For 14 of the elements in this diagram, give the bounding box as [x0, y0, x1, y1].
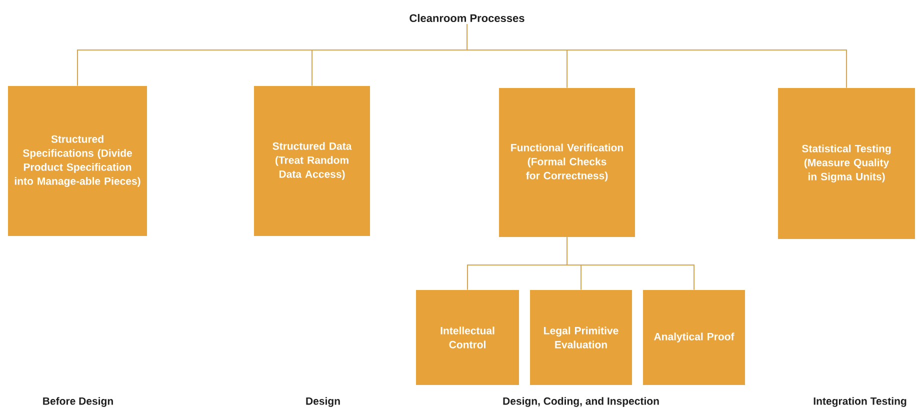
process-box: Functional Verification (Formal Checks for Correctness) — [499, 88, 635, 237]
connector-line — [466, 24, 848, 88]
phase-label: Before Design — [43, 397, 113, 407]
process-box: Structured Data (Treat Random Data Access) — [254, 86, 370, 236]
process-box: Statistical Testing (Measure Quality in Sigma Units) — [778, 88, 916, 239]
phase-label: Design — [306, 397, 340, 407]
connector-line — [566, 236, 695, 290]
phase-label: Integration Testing — [814, 397, 906, 407]
heading: Cleanroom Processes — [410, 14, 524, 22]
process-box: Intellectual Control — [416, 290, 519, 385]
process-box: Structured Specifications (Divide Product Specification into Manage-able Pieces) — [8, 86, 147, 236]
process-box: Analytical Proof — [643, 290, 746, 385]
process-box: Legal Primitive Evaluation — [530, 290, 632, 385]
phase-label: Design, Coding, and Inspection — [503, 397, 659, 407]
